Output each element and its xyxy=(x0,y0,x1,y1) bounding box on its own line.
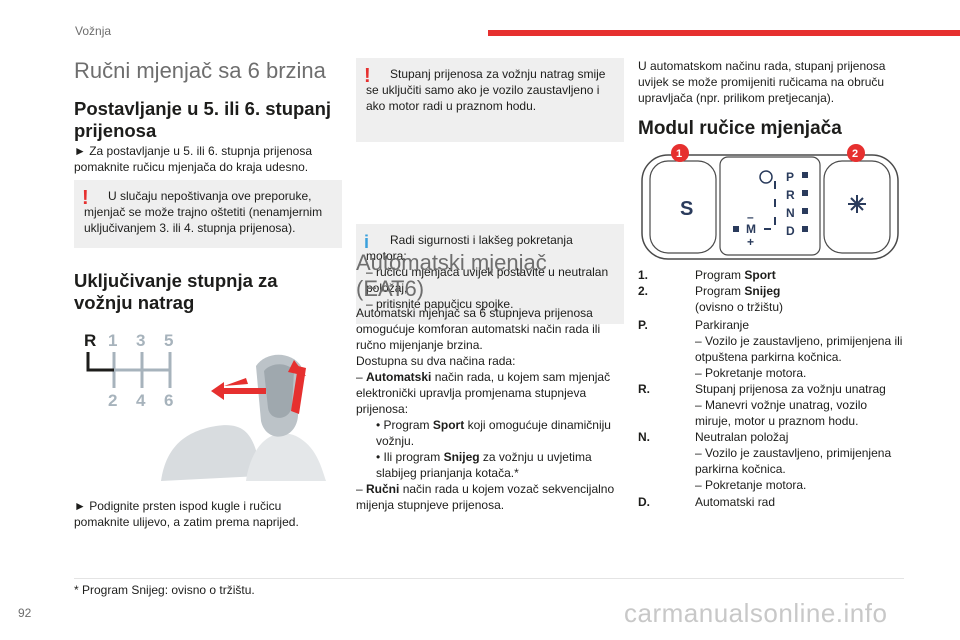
callout-1-label: 1 xyxy=(676,148,682,160)
paragraph-reverse-gear: ► Podignite prsten ispod kugle i ručicu … xyxy=(74,499,299,529)
header-accent-bar xyxy=(488,30,960,36)
paragraph-auto-modes: Dostupna su dva načina rada: xyxy=(356,354,516,368)
gear-p-label: P xyxy=(786,170,794,184)
gear-1-label: 1 xyxy=(108,331,117,350)
gear-r-label: R xyxy=(786,188,795,202)
info-item-clutch: – pritisnite papučicu spojke. xyxy=(366,297,514,311)
heading-reverse-gear: Uključivanje stupnja za vožnju natrag xyxy=(74,270,278,313)
page-number: 92 xyxy=(18,606,32,620)
bullet-sport-program: • Program Sport koji omogućuje dinamični… xyxy=(376,418,611,448)
watermark: carmanualsonline.info xyxy=(624,598,888,628)
info-title: Radi sigurnosti i lakšeg pokretanja moto… xyxy=(366,233,573,263)
gear-r-label: R xyxy=(84,331,96,350)
automatic-gearbox-body: Automatski mjenjač sa 6 stupnjeva prijen… xyxy=(356,305,624,513)
sport-button-label: S xyxy=(680,198,693,220)
info-icon: i xyxy=(364,232,370,252)
warning-box-reverse: ! Stupanj prijenosa za vožnju natrag smi… xyxy=(356,58,624,142)
info-box-safety: i Radi sigurnosti i lakšeg pokretanja mo… xyxy=(356,224,624,324)
column-1: Ručni mjenjač sa 6 brzina Postavljanje u… xyxy=(74,0,342,529)
bullet-snow-program: • Ili program Snijeg za vožnju u uvjetim… xyxy=(376,450,592,480)
warning-exclamation-icon: ! xyxy=(82,187,89,209)
gear-3-label: 3 xyxy=(136,331,145,350)
paragraph-auto-intro: Automatski mjenjač sa 6 stupnjeva prijen… xyxy=(356,306,601,352)
warning-text: U slučaju nepoštivanja ove preporuke, mj… xyxy=(84,189,323,235)
legend-list: 1. Program Sport 2. Program Snijeg(ovisn… xyxy=(638,268,903,509)
running-header: Vožnja xyxy=(75,24,112,38)
footnote-divider xyxy=(74,578,904,579)
gear-d-label: D xyxy=(786,224,795,238)
gear-2-label: 2 xyxy=(108,391,117,410)
section-title-automatic-gearbox: Automatski mjenjač (EAT6) xyxy=(356,250,547,301)
info-item-neutral: – ručicu mjenjača uvijek postavite u neu… xyxy=(366,265,609,295)
gear-5-label: 5 xyxy=(164,331,173,350)
gear-n-label: N xyxy=(786,206,795,220)
footnote: * Program Snijeg: ovisno o tržištu. xyxy=(74,583,255,597)
warning-text: Stupanj prijenosa za vožnju natrag smije… xyxy=(366,67,606,113)
heading-gear-selector-module: Modul ručice mjenjača xyxy=(638,118,842,139)
callout-1-badge xyxy=(671,144,689,162)
gear-lever-diagram: R 1 3 5 2 4 6 xyxy=(84,331,326,481)
column-2: ! Stupanj prijenosa za vožnju natrag smi… xyxy=(356,0,624,512)
park-button-icon xyxy=(759,170,773,184)
gear-6-label: 6 xyxy=(164,391,173,410)
gear-plus-label: + xyxy=(747,235,754,249)
paragraph-paddles: U automatskom načinu rada, stupanj prije… xyxy=(638,59,886,105)
mode-automatic: – Automatski način rada, u kojem sam mje… xyxy=(356,370,611,416)
gear-m-label: M xyxy=(746,222,756,236)
gear-4-label: 4 xyxy=(136,391,146,410)
warning-exclamation-icon: ! xyxy=(364,65,371,87)
paragraph-5th-6th-gear: ► Za postavljanje u 5. ili 6. stupnja pr… xyxy=(74,144,313,174)
warning-box-gear-damage: ! U slučaju nepoštivanja ove preporuke, … xyxy=(74,180,342,248)
callout-2-label: 2 xyxy=(852,148,858,160)
snowflake-icon xyxy=(848,195,866,213)
gear-minus-label: – xyxy=(747,210,754,224)
heading-5th-6th-gear: Postavljanje u 5. ili 6. stupanj prijeno… xyxy=(74,98,332,141)
gear-selector-panel: S P R N D M – + 1 2 xyxy=(641,144,899,260)
section-title-manual-gearbox: Ručni mjenjač sa 6 brzina xyxy=(74,58,326,83)
callout-2-badge xyxy=(847,144,865,162)
mode-manual: – Ručni način rada u kojem vozač sekvenc… xyxy=(356,482,615,512)
